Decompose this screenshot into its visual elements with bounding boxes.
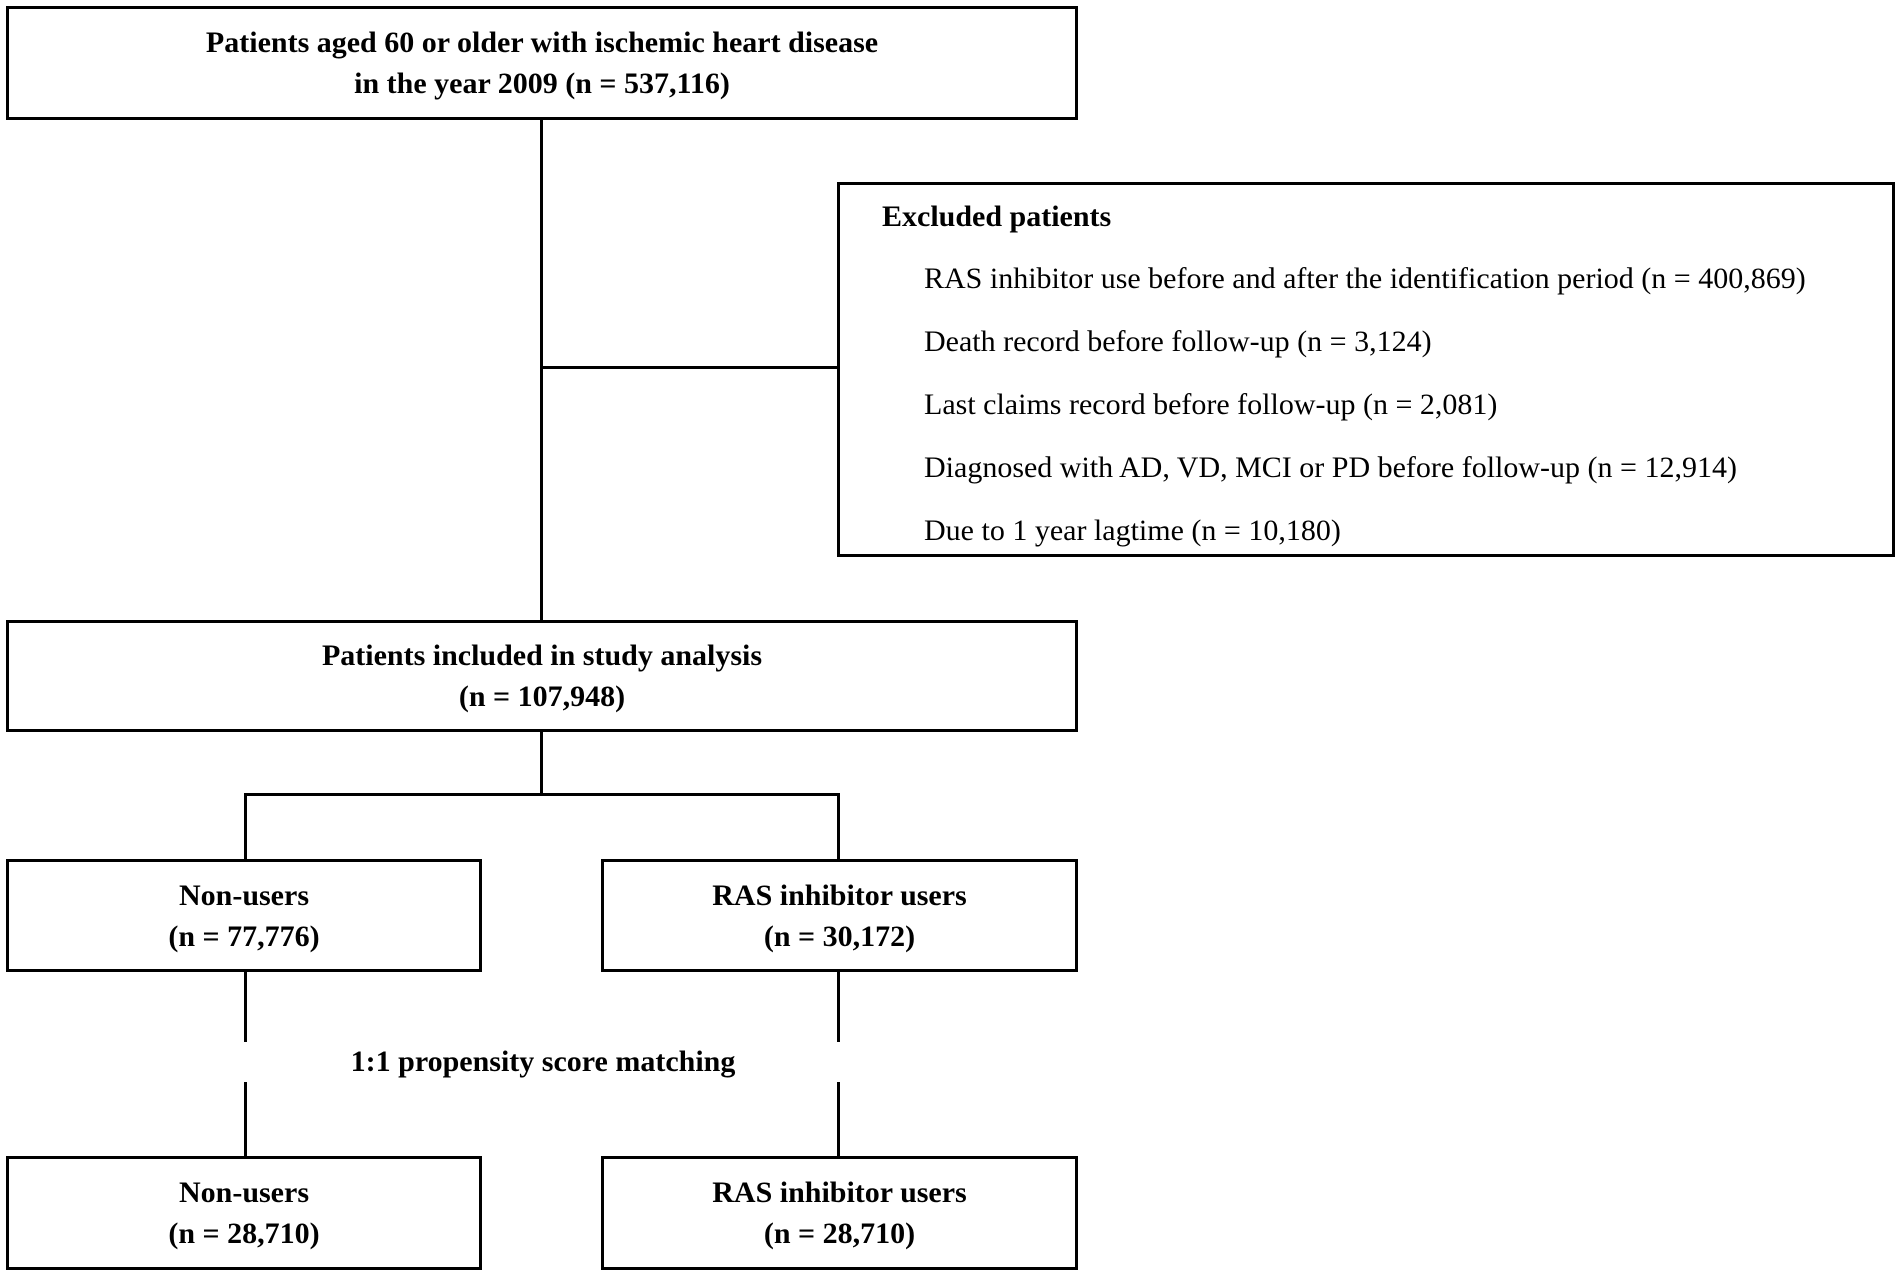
connector-included-to-split xyxy=(540,730,543,796)
cohort-line-2: in the year 2009 (n = 537,116) xyxy=(354,67,730,100)
connector-to-excluded xyxy=(540,366,838,369)
matched-non-users-box: Non-users (n = 28,710) xyxy=(6,1156,482,1270)
excluded-item: Due to 1 year lagtime (n = 10,180) xyxy=(924,514,1341,547)
included-line-1: Patients included in study analysis xyxy=(321,639,763,672)
propensity-matching-label: 1:1 propensity score matching xyxy=(243,1042,843,1082)
matched-ras-users-count: (n = 28,710) xyxy=(763,1217,916,1250)
connector-cohort-to-included xyxy=(540,117,543,622)
excluded-item: RAS inhibitor use before and after the i… xyxy=(924,262,1806,295)
excluded-box: Excluded patients RAS inhibitor use befo… xyxy=(837,182,1895,557)
non-users-box: Non-users (n = 77,776) xyxy=(6,859,482,972)
ras-users-count: (n = 30,172) xyxy=(763,919,916,953)
included-box: Patients included in study analysis (n =… xyxy=(6,620,1078,732)
excluded-item: Last claims record before follow-up (n =… xyxy=(924,388,1498,421)
included-line-2: (n = 107,948) xyxy=(458,680,626,713)
ras-users-label: RAS inhibitor users xyxy=(712,878,967,912)
excluded-item: Death record before follow-up (n = 3,124… xyxy=(924,325,1432,358)
non-users-label: Non-users xyxy=(178,878,309,912)
matched-non-users-label: Non-users xyxy=(178,1176,309,1209)
ras-users-box: RAS inhibitor users (n = 30,172) xyxy=(601,859,1078,972)
non-users-count: (n = 77,776) xyxy=(168,919,320,953)
excluded-item: Diagnosed with AD, VD, MCI or PD before … xyxy=(924,451,1737,484)
matched-ras-users-box: RAS inhibitor users (n = 28,710) xyxy=(601,1156,1078,1270)
matched-non-users-count: (n = 28,710) xyxy=(168,1217,320,1250)
connector-split-horizontal xyxy=(244,793,840,796)
cohort-box: Patients aged 60 or older with ischemic … xyxy=(6,6,1078,120)
cohort-line-1: Patients aged 60 or older with ischemic … xyxy=(205,26,879,59)
connector-split-to-ras-users xyxy=(837,793,840,861)
matched-ras-users-label: RAS inhibitor users xyxy=(712,1176,967,1209)
excluded-title: Excluded patients xyxy=(882,200,1112,233)
connector-split-to-non-users xyxy=(244,793,247,861)
